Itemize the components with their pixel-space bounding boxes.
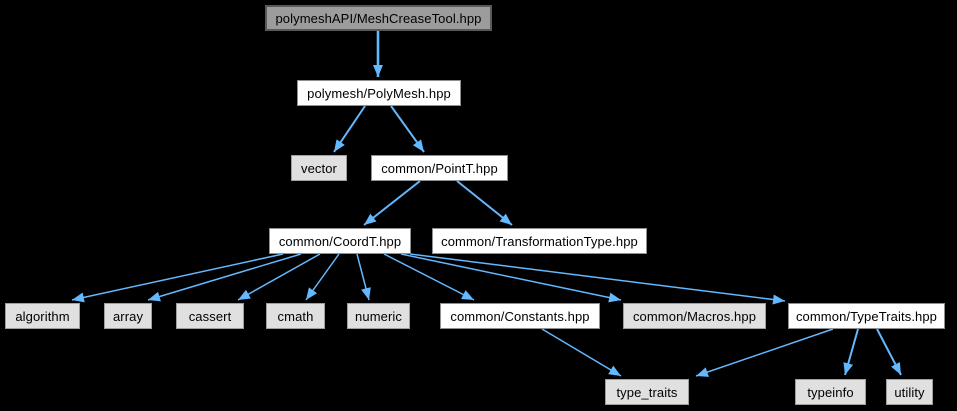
node-label: polymeshAPI/MeshCreaseTool.hpp: [275, 10, 482, 26]
node-meshcreasetool[interactable]: polymeshAPI/MeshCreaseTool.hpp: [265, 5, 492, 31]
edge-polymesh-to-pointt: [390, 105, 425, 153]
node-typeinfo[interactable]: typeinfo: [795, 379, 866, 405]
node-cassert[interactable]: cassert: [176, 303, 244, 329]
edge-coordt-to-macros: [400, 253, 622, 303]
edge-coordt-to-cassert: [237, 253, 321, 301]
node-label: type_traits: [616, 384, 678, 400]
node-label: typeinfo: [807, 384, 854, 400]
node-label: common/PointT.hpp: [381, 160, 498, 176]
node-type_traits[interactable]: type_traits: [605, 379, 689, 405]
node-numeric[interactable]: numeric: [347, 303, 410, 329]
node-label: cmath: [277, 308, 314, 324]
node-cmath[interactable]: cmath: [266, 303, 325, 329]
node-label: algorithm: [15, 308, 70, 324]
node-constants[interactable]: common/Constants.hpp: [440, 303, 600, 329]
edge-coordt-to-typetraits: [409, 253, 786, 305]
node-label: common/TransformationType.hpp: [441, 233, 638, 249]
edge-typetraits-to-utility: [876, 328, 902, 376]
edge-typetraits-to-typeinfo: [843, 328, 859, 376]
edge-coordt-to-array: [147, 253, 302, 302]
node-label: common/CoordT.hpp: [278, 233, 402, 249]
node-typetraits[interactable]: common/TypeTraits.hpp: [788, 303, 945, 329]
node-label: common/TypeTraits.hpp: [795, 308, 938, 324]
node-label: utility: [894, 384, 925, 400]
node-label: array: [112, 308, 144, 324]
node-label: common/Macros.hpp: [632, 308, 757, 324]
node-transformationtype[interactable]: common/TransformationType.hpp: [432, 228, 647, 254]
edge-typetraits-to-type_traits: [695, 328, 834, 377]
edge-coordt-to-algorithm: [71, 253, 284, 303]
node-label: vector: [300, 160, 337, 176]
edge-coordt-to-cmath: [305, 253, 340, 301]
node-array[interactable]: array: [104, 303, 152, 329]
node-polymesh[interactable]: polymesh/PolyMesh.hpp: [297, 80, 461, 106]
node-algorithm[interactable]: algorithm: [5, 303, 80, 329]
node-label: cassert: [188, 308, 232, 324]
edge-pointt-to-coordt: [363, 180, 421, 226]
edge-constants-to-type_traits: [541, 328, 622, 377]
node-label: polymesh/PolyMesh.hpp: [307, 85, 451, 101]
edge-polymesh-to-vector: [333, 105, 366, 153]
edge-coordt-to-numeric: [356, 253, 371, 301]
node-macros[interactable]: common/Macros.hpp: [623, 303, 766, 329]
node-label: common/Constants.hpp: [450, 308, 590, 324]
node-vector[interactable]: vector: [291, 155, 347, 181]
edge-pointt-to-transformationtype: [456, 180, 513, 226]
node-utility[interactable]: utility: [886, 379, 933, 405]
node-pointt[interactable]: common/PointT.hpp: [371, 155, 508, 181]
node-coordt[interactable]: common/CoordT.hpp: [269, 228, 411, 254]
node-label: numeric: [355, 308, 402, 324]
edge-coordt-to-constants: [383, 253, 475, 301]
